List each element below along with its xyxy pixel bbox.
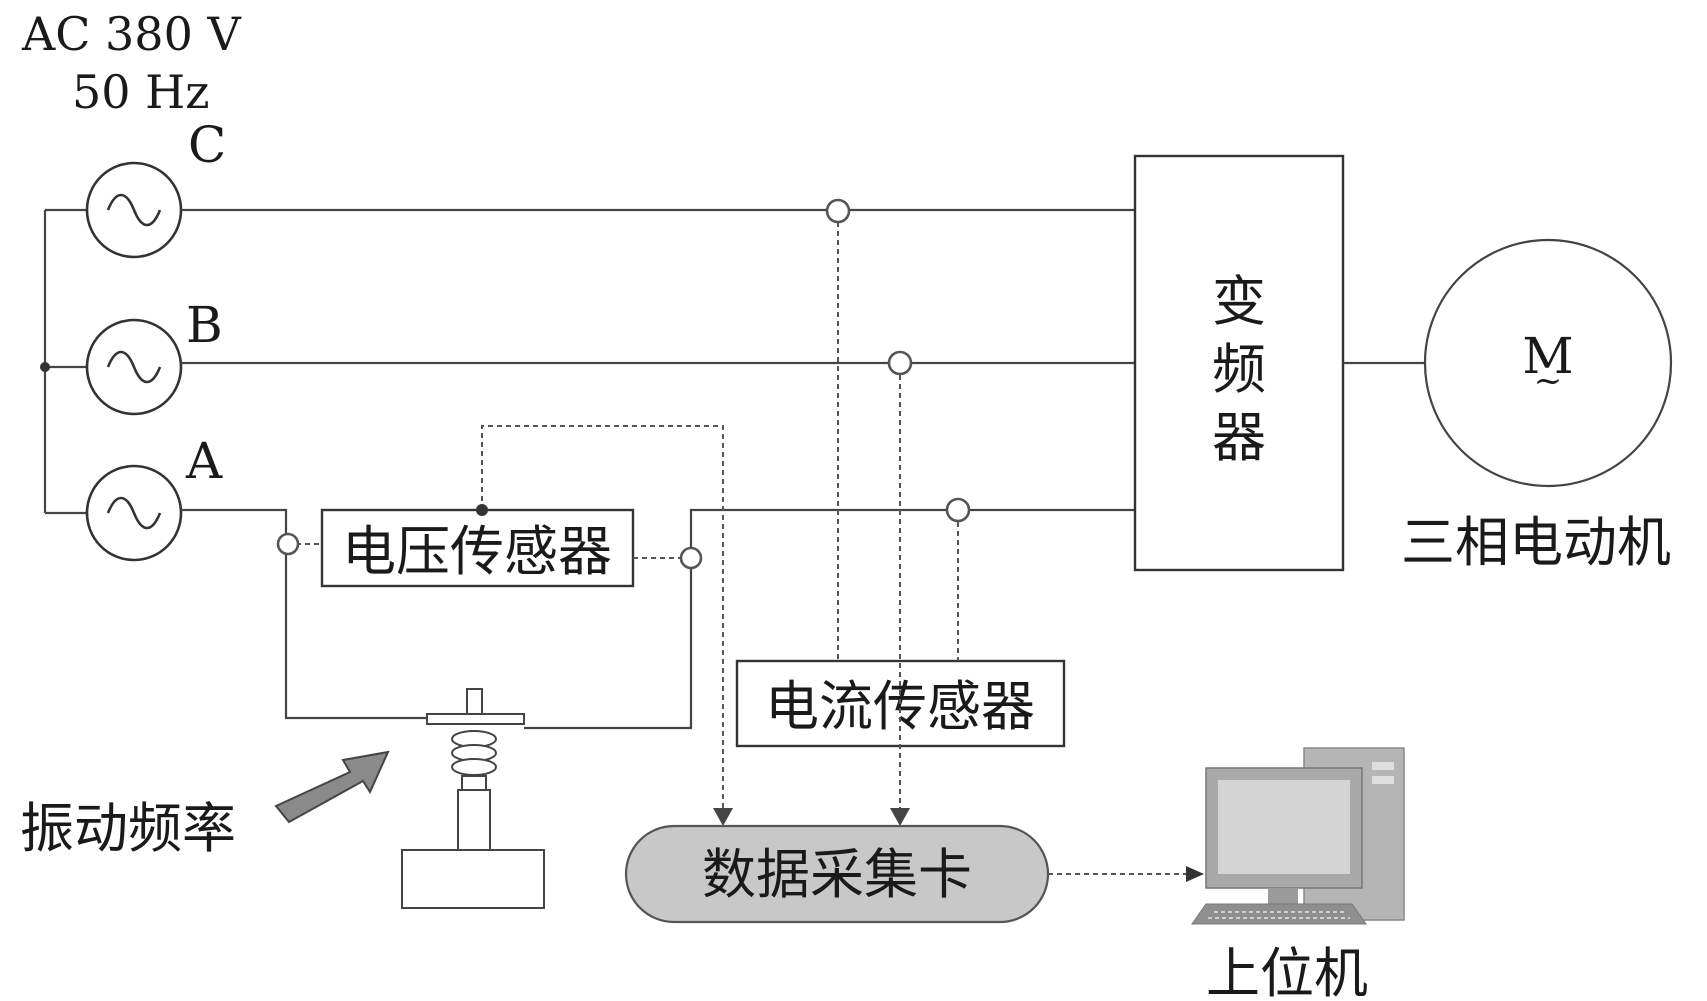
current-tap-c	[825, 198, 851, 224]
phase-a-wire	[181, 508, 1135, 730]
voltage-tap-left	[276, 532, 300, 556]
motor-label: 三相电动机	[1401, 511, 1671, 574]
vibration-shaker	[401, 688, 545, 909]
voltage-signal-node	[476, 504, 488, 516]
source-voltage-label: AC 380 V	[21, 7, 241, 61]
neutral-bus	[40, 208, 88, 515]
vibration-arrow	[274, 750, 390, 824]
source-frequency-label: 50 Hz	[72, 65, 210, 119]
vibration-label: 振动频率	[20, 797, 236, 860]
ac-source-b	[85, 318, 183, 416]
phase-a-label: A	[185, 432, 223, 490]
daq-card-label: 数据采集卡	[702, 843, 972, 906]
current-tap-b	[887, 350, 913, 376]
inverter-char-3: 器	[1212, 406, 1266, 469]
phase-b-label: B	[186, 296, 223, 354]
motor: M ~	[1423, 238, 1673, 488]
ac-source-c	[85, 161, 183, 259]
arrow-current-to-daq	[890, 808, 910, 826]
host-computer-icon	[1191, 747, 1405, 925]
inverter-box: 变 频 器	[1133, 154, 1345, 572]
current-tap-a	[945, 497, 971, 523]
motor-tilde: ~	[1534, 361, 1563, 401]
host-pc-label: 上位机	[1206, 942, 1368, 1001]
voltage-sensor-label: 电压传感器	[342, 520, 612, 583]
voltage-tap-right	[679, 546, 703, 570]
inverter-char-1: 变	[1212, 270, 1266, 333]
voltage-signal-line	[481, 425, 724, 808]
ac-source-a	[85, 464, 183, 562]
daq-card: 数据采集卡	[624, 824, 1050, 924]
motor-symbol: M	[1522, 327, 1573, 385]
inverter-char-2: 频	[1212, 338, 1266, 401]
arrow-daq-to-pc	[1186, 866, 1204, 882]
arrow-voltage-to-daq	[713, 808, 733, 826]
phase-c-label: C	[188, 116, 226, 174]
voltage-sensor: 电压传感器	[320, 508, 635, 588]
